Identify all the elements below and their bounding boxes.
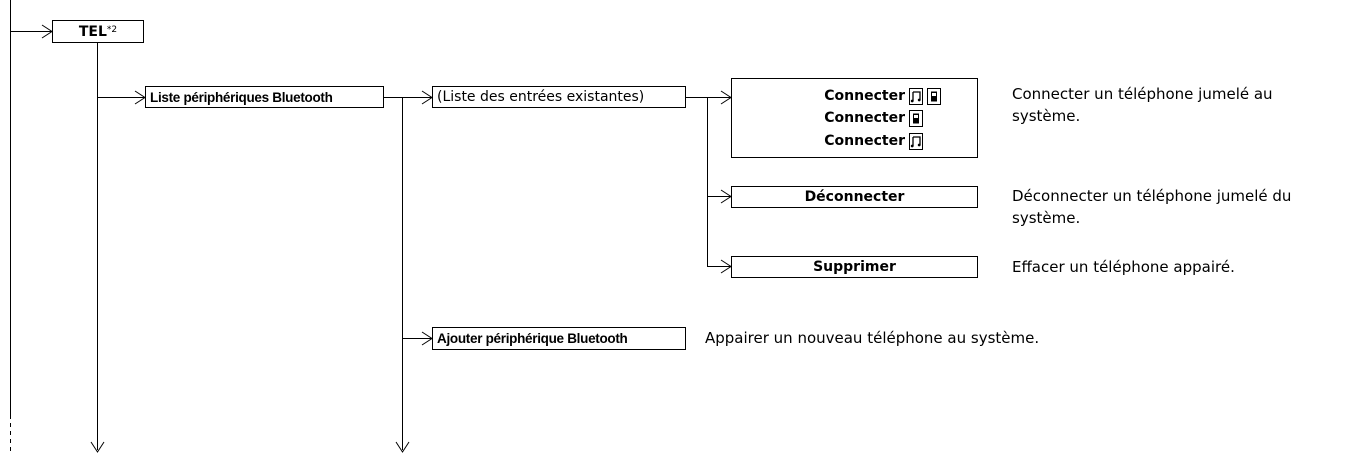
footnote-marker: *2	[106, 24, 118, 35]
connect-options-box: Connecter Connecter Connecter	[731, 78, 978, 158]
phone-icon	[909, 109, 923, 127]
connect-description: Connecter un téléphone jumelé au système…	[1012, 85, 1273, 125]
delete-label: Supprimer	[813, 259, 896, 275]
device-list-node: Liste périphériques Bluetooth	[145, 86, 384, 108]
connect-option-label: Connecter	[824, 133, 905, 149]
add-device-node: Ajouter périphérique Bluetooth	[432, 327, 686, 350]
connect-option-audio-phone: Connecter	[824, 85, 941, 107]
existing-entries-label: (Liste des entrées existantes)	[437, 89, 645, 105]
delete-node: Supprimer	[731, 256, 978, 278]
phone-icon	[927, 87, 941, 105]
existing-entries-node: (Liste des entrées existantes)	[432, 86, 686, 108]
connect-option-label: Connecter	[824, 110, 905, 126]
disconnect-label: Déconnecter	[804, 189, 905, 205]
connect-option-audio: Connecter	[824, 130, 923, 152]
tel-label: TEL	[78, 23, 107, 40]
connect-option-phone: Connecter	[824, 107, 923, 129]
add-description: Appairer un nouveau téléphone au système…	[705, 329, 1040, 347]
tel-root-node: TEL*2	[52, 20, 144, 43]
disconnect-description: Déconnecter un téléphone jumelé du systè…	[1012, 187, 1292, 227]
device-list-label: Liste périphériques Bluetooth	[150, 89, 333, 105]
music-note-icon	[909, 132, 923, 150]
delete-description: Effacer un téléphone appairé.	[1012, 258, 1235, 276]
disconnect-node: Déconnecter	[731, 186, 978, 208]
music-note-icon	[909, 87, 923, 105]
connect-option-label: Connecter	[824, 88, 905, 104]
add-device-label: Ajouter périphérique Bluetooth	[437, 331, 628, 346]
